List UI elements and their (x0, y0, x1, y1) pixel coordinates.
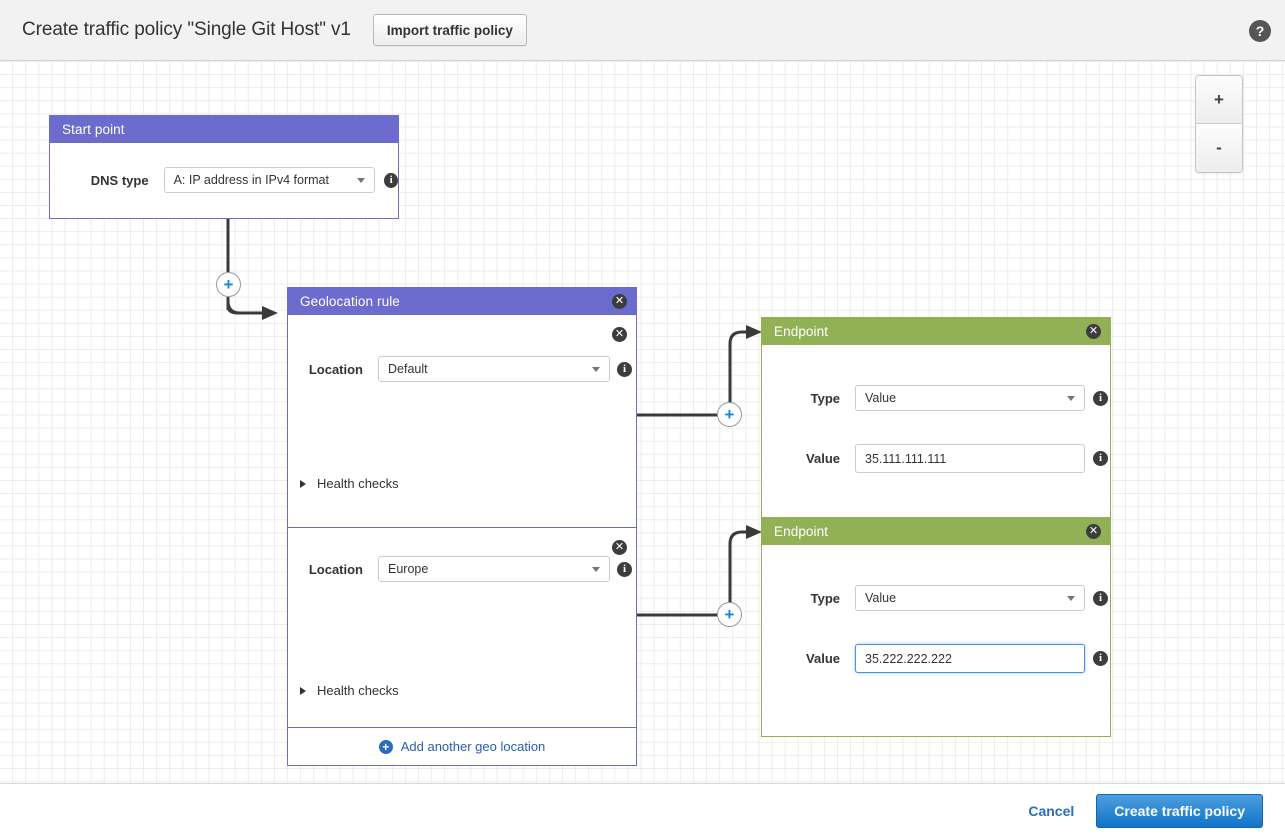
junction-add-node-1[interactable]: + (216, 272, 241, 297)
endpoint-body: Type Value i Value 35.222.222.222 i (762, 545, 1110, 736)
geolocation-rule-title: Geolocation rule (300, 294, 400, 309)
zoom-in-button[interactable]: + (1196, 76, 1242, 124)
footer-bar: Cancel Create traffic policy (0, 783, 1285, 838)
endpoint-type-select[interactable]: Value (855, 385, 1085, 411)
plus-circle-icon: + (378, 739, 393, 754)
geo-location-select[interactable]: Europe (378, 556, 610, 582)
chevron-right-icon (300, 479, 306, 488)
start-point-header: Start point (50, 116, 398, 143)
remove-geo-location-icon[interactable]: ✕ (612, 540, 627, 555)
endpoint-type-info-icon[interactable]: i (1093, 590, 1108, 606)
endpoint-body: Type Value i Value 35.111.111.111 i (762, 345, 1110, 532)
endpoint-value-input[interactable]: 35.222.222.222 (855, 644, 1085, 673)
endpoint-value-info-icon[interactable]: i (1093, 651, 1108, 666)
import-traffic-policy-button[interactable]: Import traffic policy (372, 14, 527, 46)
chevron-down-icon (592, 567, 600, 572)
geo-location-info-icon[interactable]: i (617, 361, 632, 377)
endpoint-value-input[interactable]: 35.111.111.111 (855, 444, 1085, 473)
start-point-body: DNS type A: IP address in IPv4 format i (50, 143, 398, 218)
close-icon[interactable]: ✕ (1086, 524, 1101, 539)
top-bar: Create traffic policy "Single Git Host" … (0, 0, 1285, 61)
health-checks-toggle[interactable]: Health checks (300, 476, 399, 491)
endpoint-value-label: Value (806, 451, 840, 466)
dns-type-info-icon[interactable]: i (384, 172, 398, 188)
close-icon[interactable]: ✕ (1086, 324, 1101, 339)
dns-type-select[interactable]: A: IP address in IPv4 format (163, 167, 376, 193)
endpoint-value-label: Value (806, 651, 840, 666)
endpoint-type-value: Value (865, 591, 897, 605)
dns-type-value: A: IP address in IPv4 format (173, 173, 329, 187)
endpoint-value-info-icon[interactable]: i (1093, 451, 1108, 466)
add-another-geo-location-label: Add another geo location (400, 739, 546, 754)
geo-location-info-icon[interactable]: i (617, 561, 632, 577)
zoom-out-button[interactable]: - (1196, 124, 1242, 172)
chevron-right-icon (300, 686, 306, 695)
endpoint-header: Endpoint ✕ (762, 518, 1110, 545)
junction-add-node-2[interactable]: + (717, 402, 742, 427)
geo-location-value: Europe (388, 562, 429, 576)
policy-canvas[interactable]: + - Start point DNS type A: IP address i… (0, 61, 1285, 783)
chevron-down-icon (357, 178, 366, 183)
endpoint-node[interactable]: Endpoint ✕ Type Value i Value 35.222.222… (761, 517, 1111, 737)
start-point-node[interactable]: Start point DNS type A: IP address in IP… (49, 115, 399, 219)
start-point-title: Start point (62, 122, 125, 137)
chevron-down-icon (1067, 396, 1075, 401)
endpoint-type-select[interactable]: Value (855, 585, 1085, 611)
geo-location-select[interactable]: Default (378, 356, 610, 382)
junction-add-node-3[interactable]: + (717, 602, 742, 627)
health-checks-label: Health checks (317, 476, 399, 491)
endpoint-value-text: 35.111.111.111 (865, 451, 947, 466)
geolocation-rule-node[interactable]: Geolocation rule ✕ ✕ Location Default i … (287, 287, 637, 766)
health-checks-label: Health checks (317, 683, 399, 698)
cancel-button[interactable]: Cancel (1028, 803, 1075, 819)
add-another-geo-location-button[interactable]: + Add another geo location (288, 727, 636, 765)
endpoint-type-info-icon[interactable]: i (1093, 390, 1108, 406)
zoom-controls: + - (1195, 75, 1243, 173)
close-icon[interactable]: ✕ (612, 294, 627, 309)
chevron-down-icon (1067, 596, 1075, 601)
geo-location-value: Default (388, 362, 428, 376)
remove-geo-location-icon[interactable]: ✕ (612, 327, 627, 342)
help-circle-icon[interactable]: ? (1249, 20, 1271, 42)
create-traffic-policy-button[interactable]: Create traffic policy (1096, 794, 1263, 828)
connector-lines (226, 156, 762, 617)
geolocation-rule-header: Geolocation rule ✕ (288, 288, 636, 315)
endpoint-type-label: Type (810, 390, 840, 406)
endpoint-node[interactable]: Endpoint ✕ Type Value i Value 35.111.111… (761, 317, 1111, 533)
geo-location-label: Location (308, 561, 363, 577)
geo-location-section: ✕ Location Europe i Health checks (288, 527, 636, 727)
page-title: Create traffic policy "Single Git Host" … (22, 19, 351, 40)
endpoint-title: Endpoint (774, 524, 829, 539)
geo-location-section: ✕ Location Default i Health checks (288, 315, 636, 527)
endpoint-type-value: Value (865, 391, 897, 405)
endpoint-header: Endpoint ✕ (762, 318, 1110, 345)
endpoint-value-text: 35.222.222.222 (865, 651, 952, 666)
endpoint-title: Endpoint (774, 324, 829, 339)
geo-location-label: Location (308, 361, 363, 377)
health-checks-toggle[interactable]: Health checks (300, 683, 399, 698)
dns-type-label: DNS type (90, 172, 149, 188)
endpoint-type-label: Type (810, 590, 840, 606)
chevron-down-icon (592, 367, 600, 372)
